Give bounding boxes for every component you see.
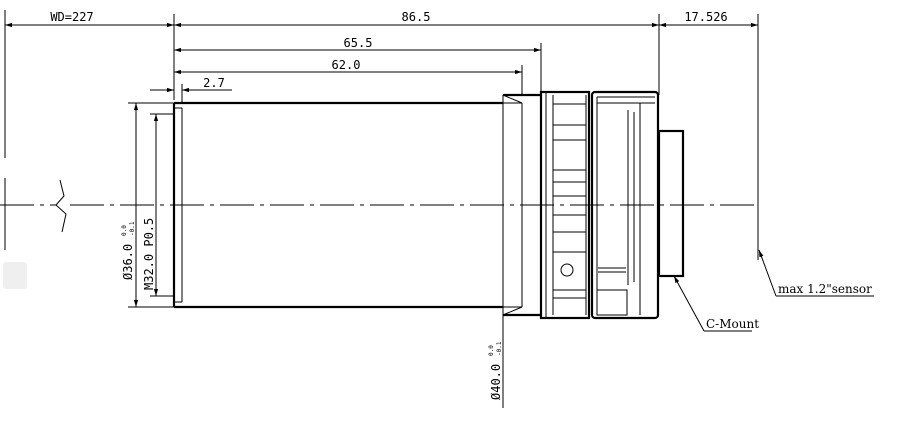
outer-rear-diameter-label: Ø40.0 [489,364,503,400]
optical-axis [0,179,760,233]
front-step-label: 2.7 [203,76,225,90]
barrel-length-label: 62.0 [332,58,361,72]
sensor-label: max 1.2"sensor [778,282,872,296]
outer-front-tol-upper: 0.0 [121,225,128,236]
callout-leaders [673,249,874,332]
c-mount-label: C-Mount [706,317,759,331]
focus-ring [539,90,591,320]
c-mount-flange [657,129,685,278]
wd-label: WD=227 [50,10,93,24]
iris-ring [590,90,660,320]
corner-marker [3,262,27,289]
outer-rear-tol-upper: 0.0 [488,345,495,356]
lens-barrel [172,93,541,317]
extension-lines [4,10,759,260]
body-length-label: 65.5 [344,36,373,50]
total-length-label: 86.5 [402,10,431,24]
back-focus-label: 17.526 [684,10,727,24]
thread-label: M32.0 P0.5 [142,218,156,290]
top-dimensions [5,22,758,93]
outer-front-tol-lower: -0.1 [129,221,136,236]
outer-front-diameter-label: Ø36.0 [121,244,135,280]
diameter-dimensions [128,102,504,408]
outer-rear-tol-lower: -0.1 [496,341,503,356]
